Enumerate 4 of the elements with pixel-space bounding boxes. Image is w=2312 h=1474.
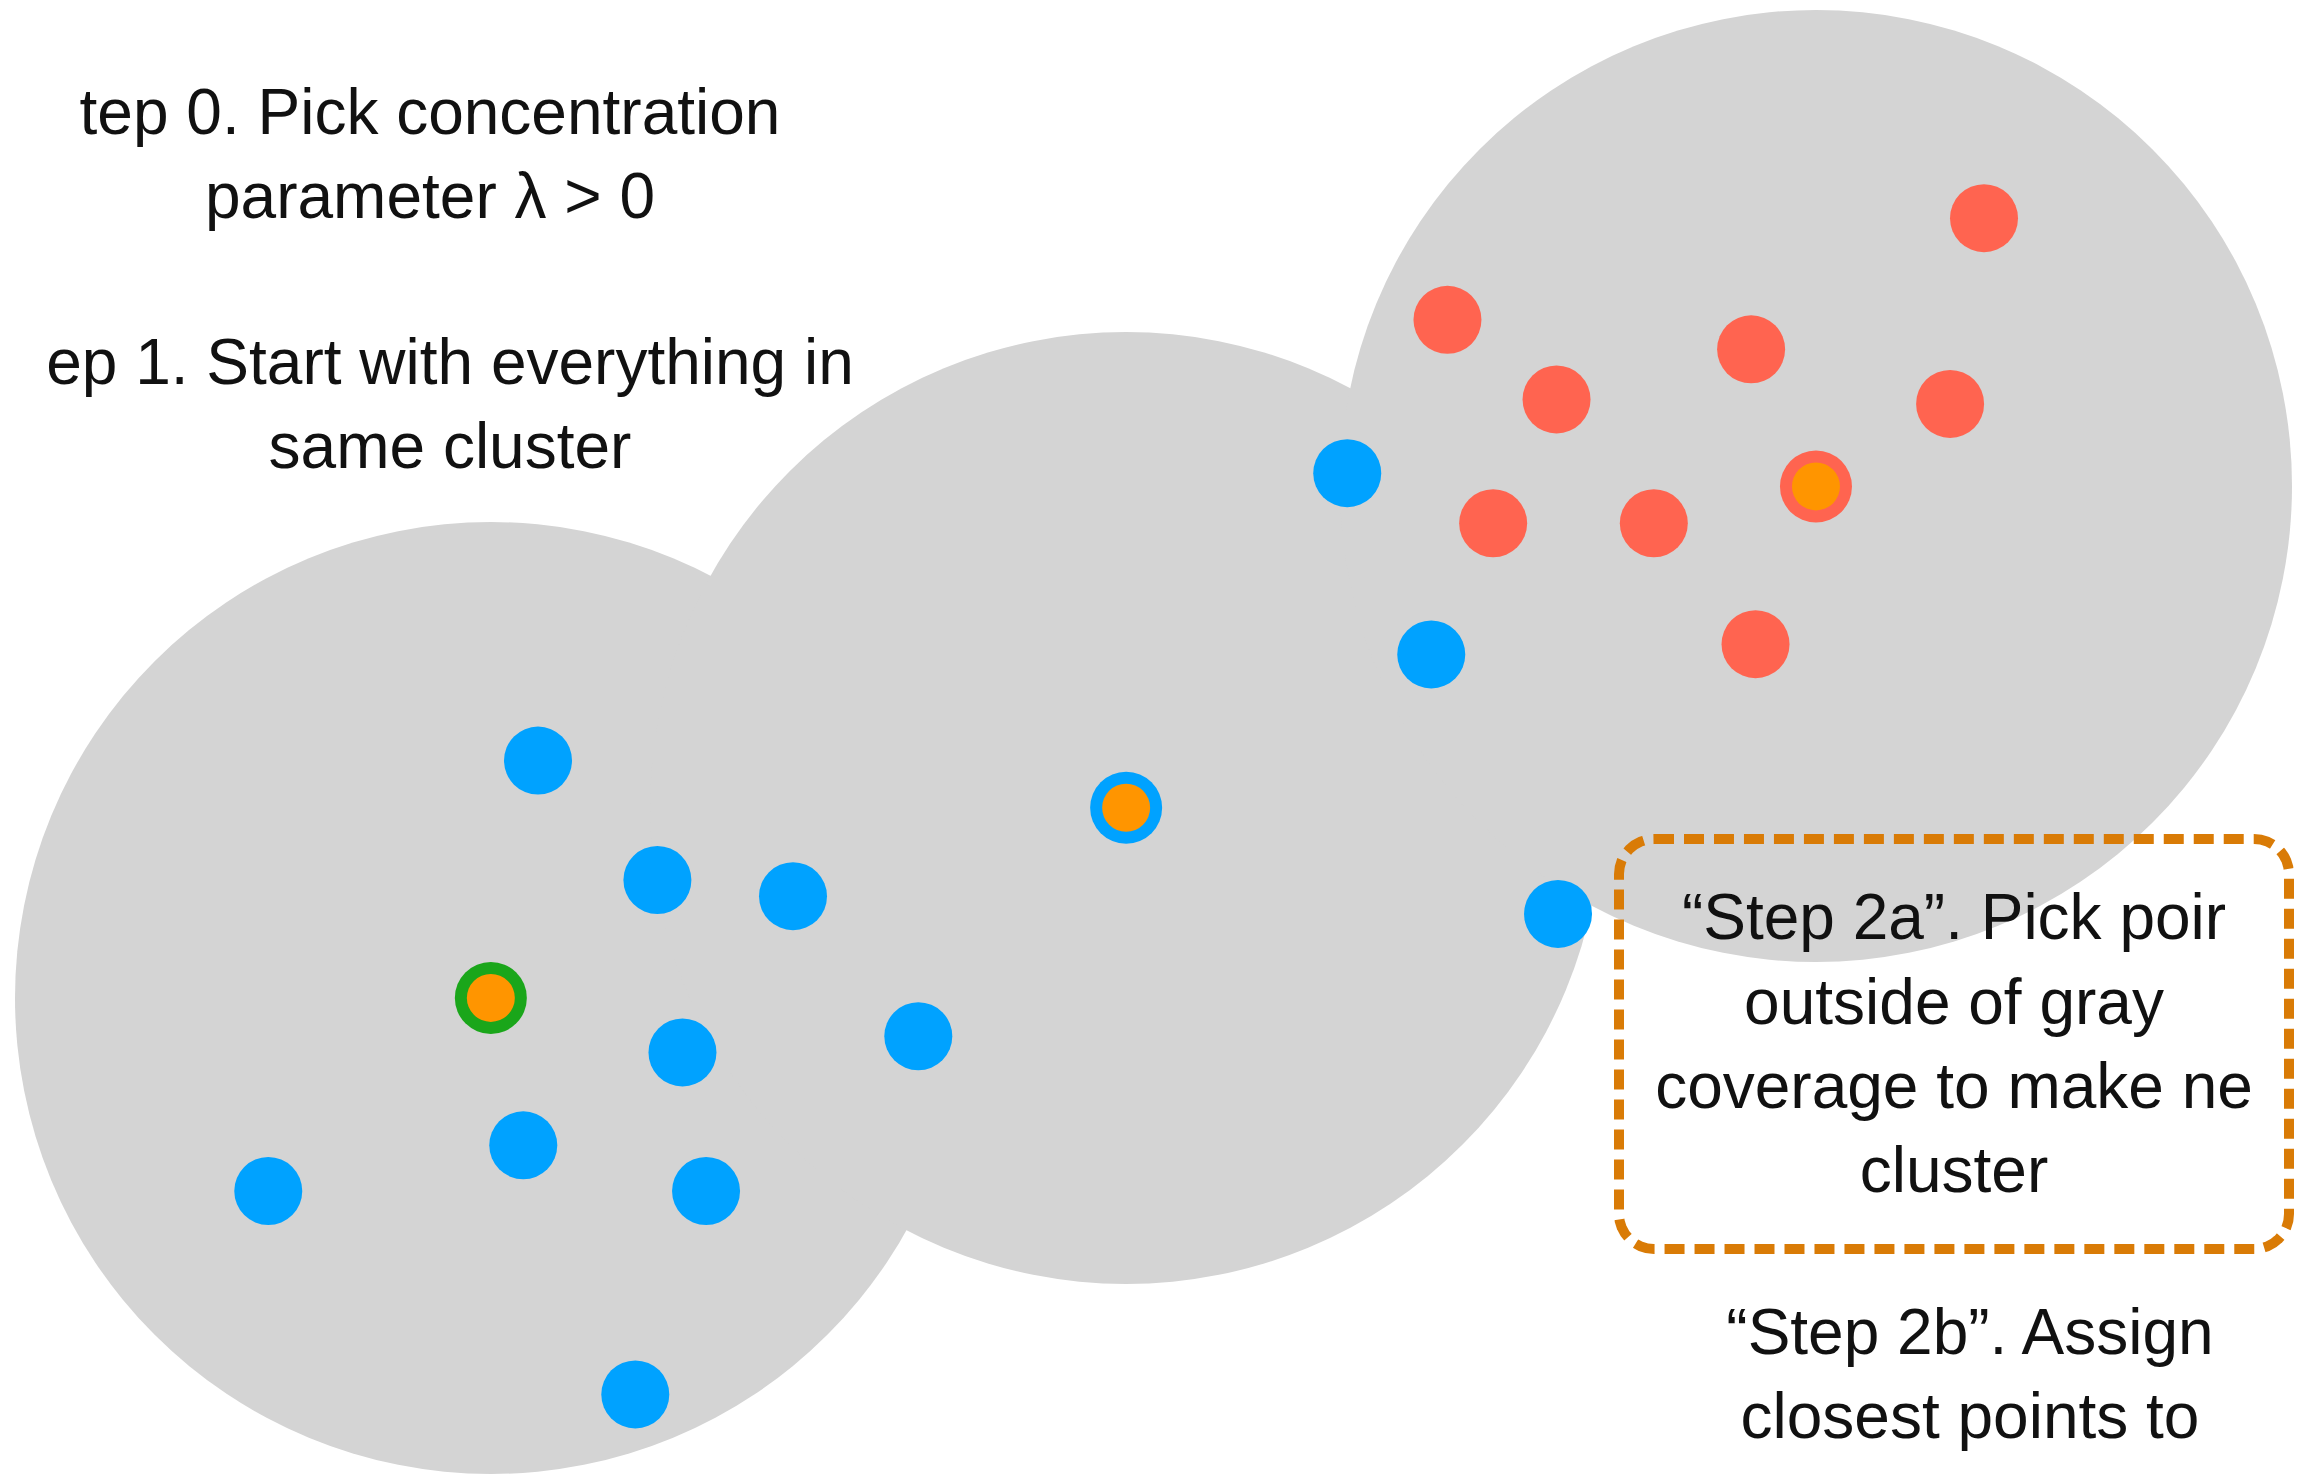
step-text: “Step 2b”. Assign closest points to <box>1725 1295 2215 1455</box>
step-text: ep 1. Start with everything in same cluster <box>45 325 855 485</box>
step-text: tep 0. Pick concentration parameter λ > 0 <box>78 75 782 235</box>
dashed-note-box: “Step 2a”. Pick poir outside of gray coverage to make ne cluster <box>1614 834 2294 1254</box>
